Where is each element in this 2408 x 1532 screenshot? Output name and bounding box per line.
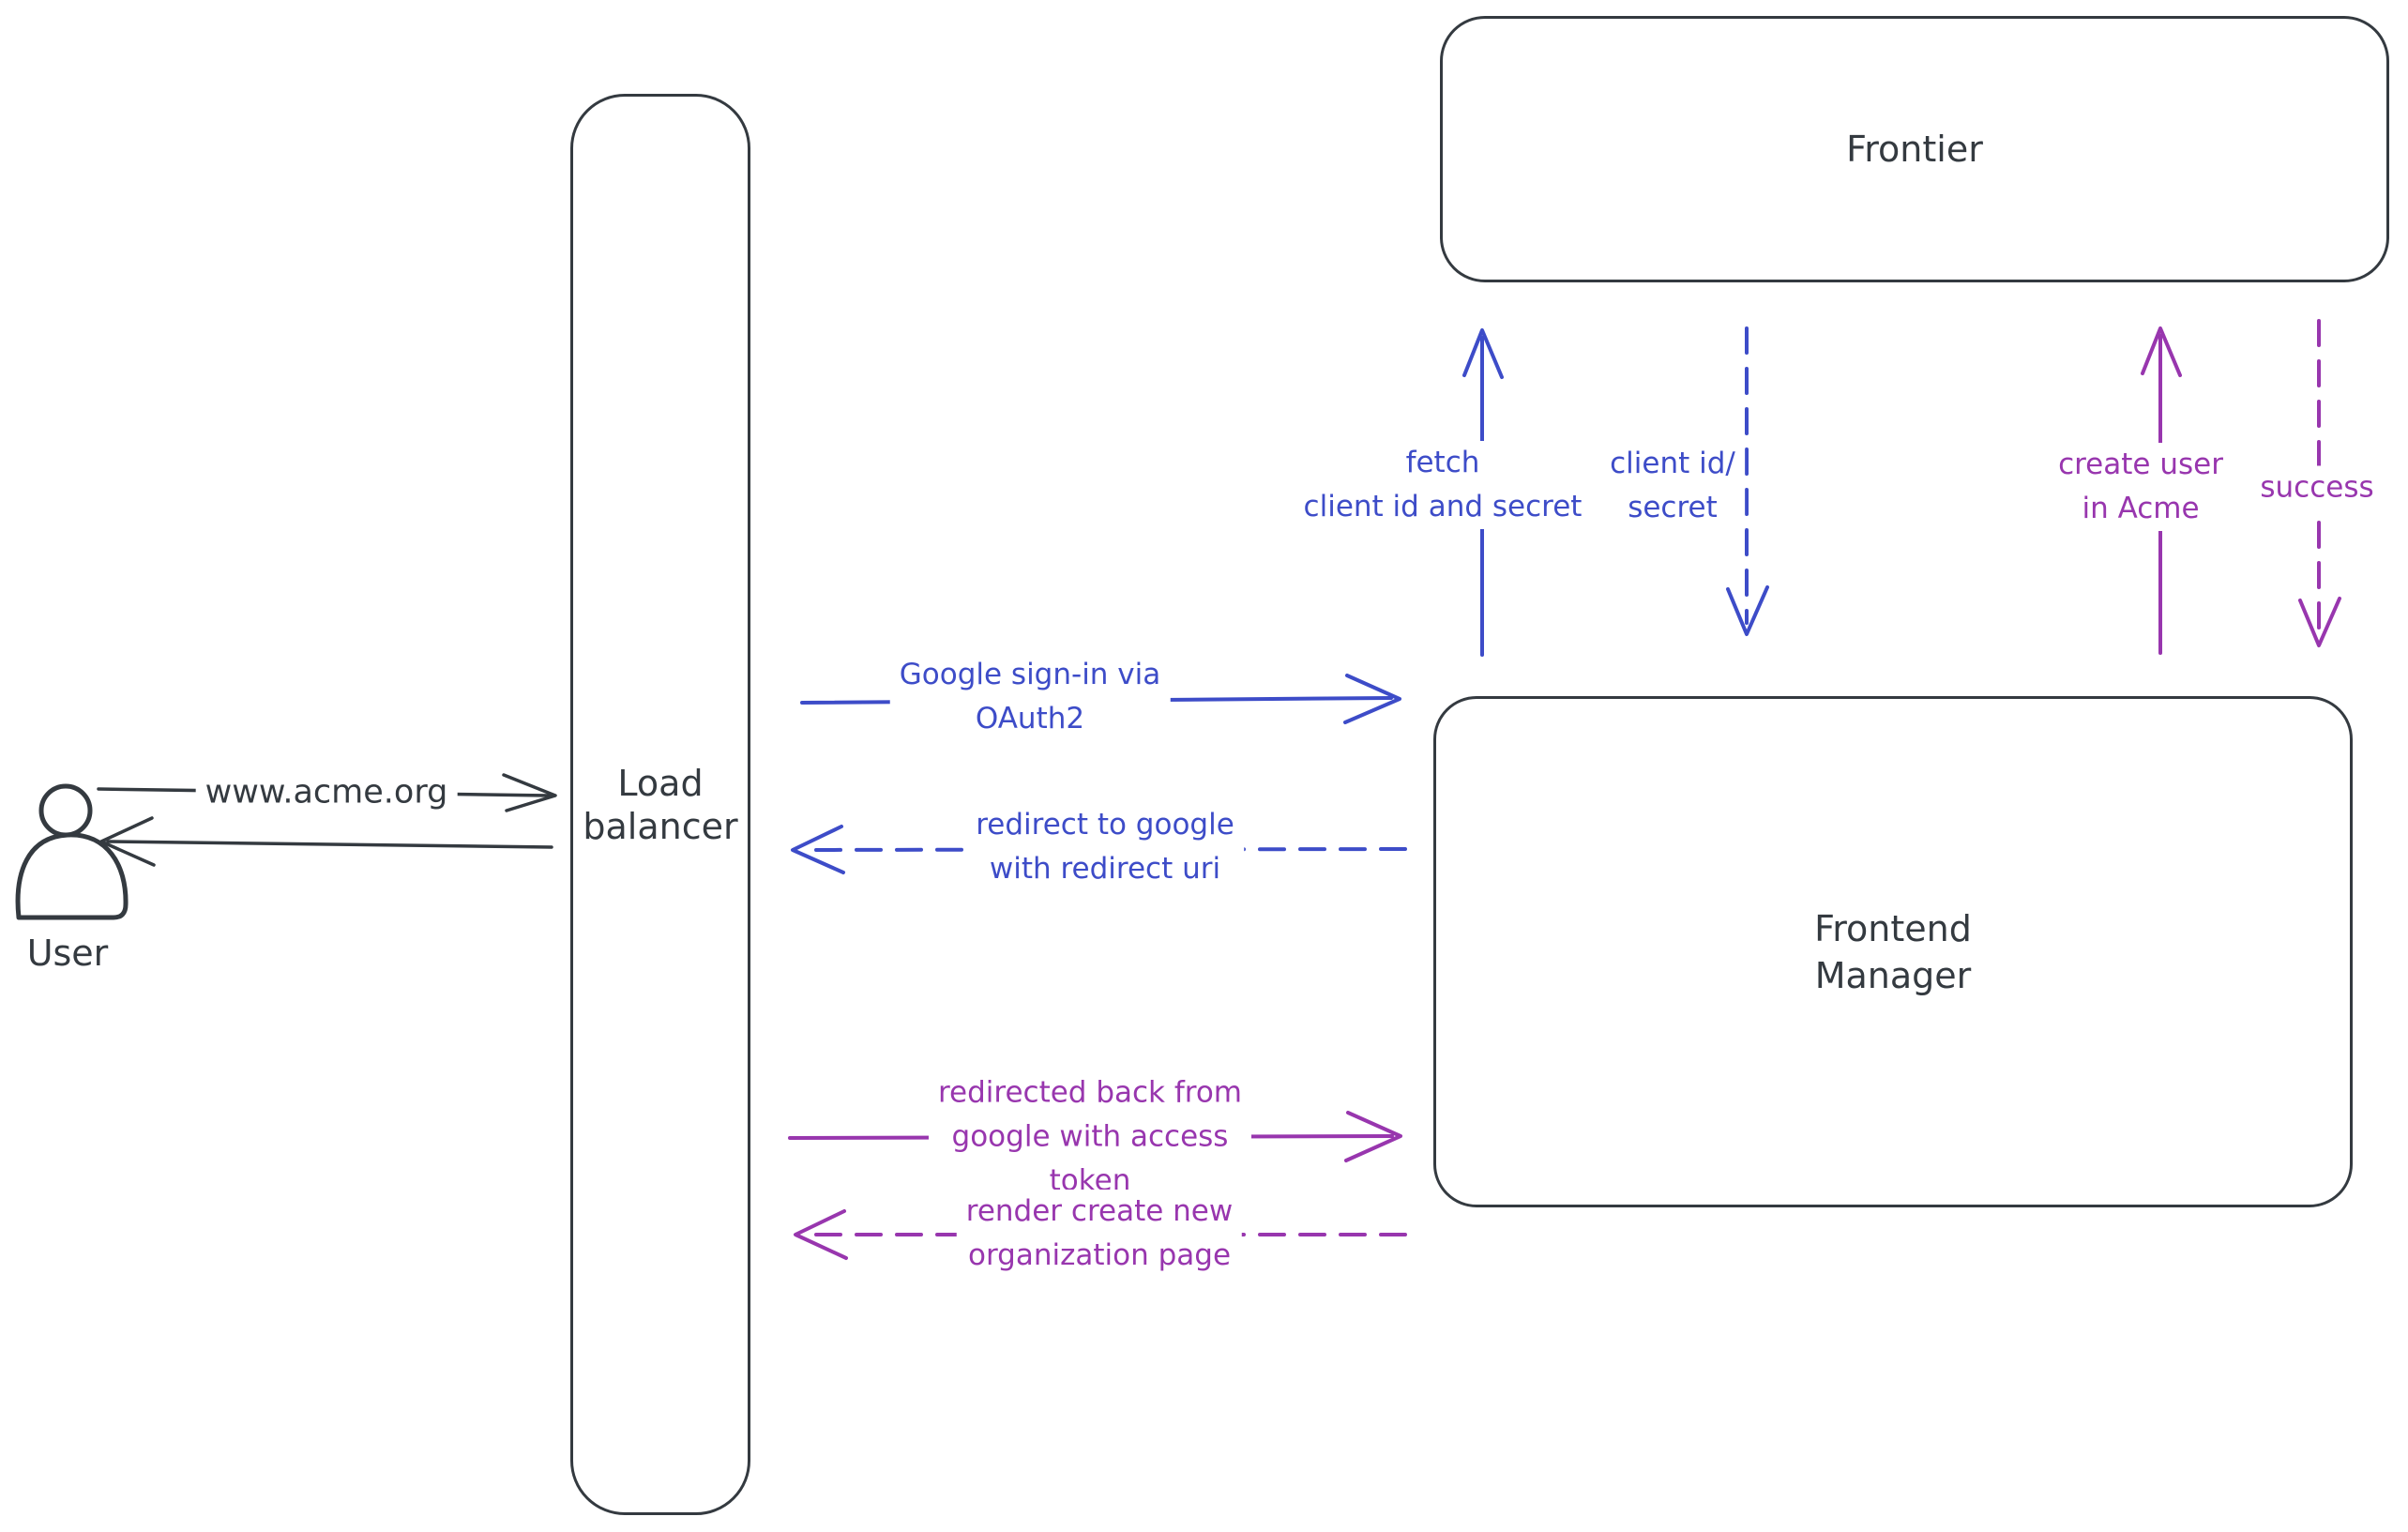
user-label: User [26, 933, 109, 974]
arrow-label-success: success [2250, 465, 2384, 510]
load-balancer-label: Load balancer [583, 762, 738, 847]
load-balancer-box: Load balancer [570, 94, 750, 1515]
arrow-client-id-secret [1726, 326, 1769, 636]
person-icon [15, 783, 129, 920]
arrow-success [2298, 319, 2341, 647]
arrow-label-redirect-google: redirect to google with redirect uri [966, 803, 1244, 891]
arrow-label-redirected-back: redirected back from google with access … [928, 1070, 1252, 1204]
frontier-label: Frontier [1846, 129, 1983, 170]
arrow-label-client-id-secret: client id/ secret [1600, 442, 1745, 530]
arrow-lb-to-user [99, 816, 553, 867]
frontend-manager-box: Frontend Manager [1433, 696, 2353, 1207]
arrow-label-fetch-client: fetch client id and secret [1294, 441, 1592, 529]
frontier-box: Frontier [1440, 16, 2389, 282]
frontend-manager-label: Frontend Manager [1814, 907, 1972, 996]
arrow-label-render-org-page: render create new organization page [956, 1190, 1243, 1278]
arrow-label-www-acme: www.acme.org [195, 770, 458, 815]
arrow-label-create-user: create user in Acme [2049, 443, 2233, 531]
arrow-label-google-signin: Google sign-in via OAuth2 [889, 653, 1171, 741]
